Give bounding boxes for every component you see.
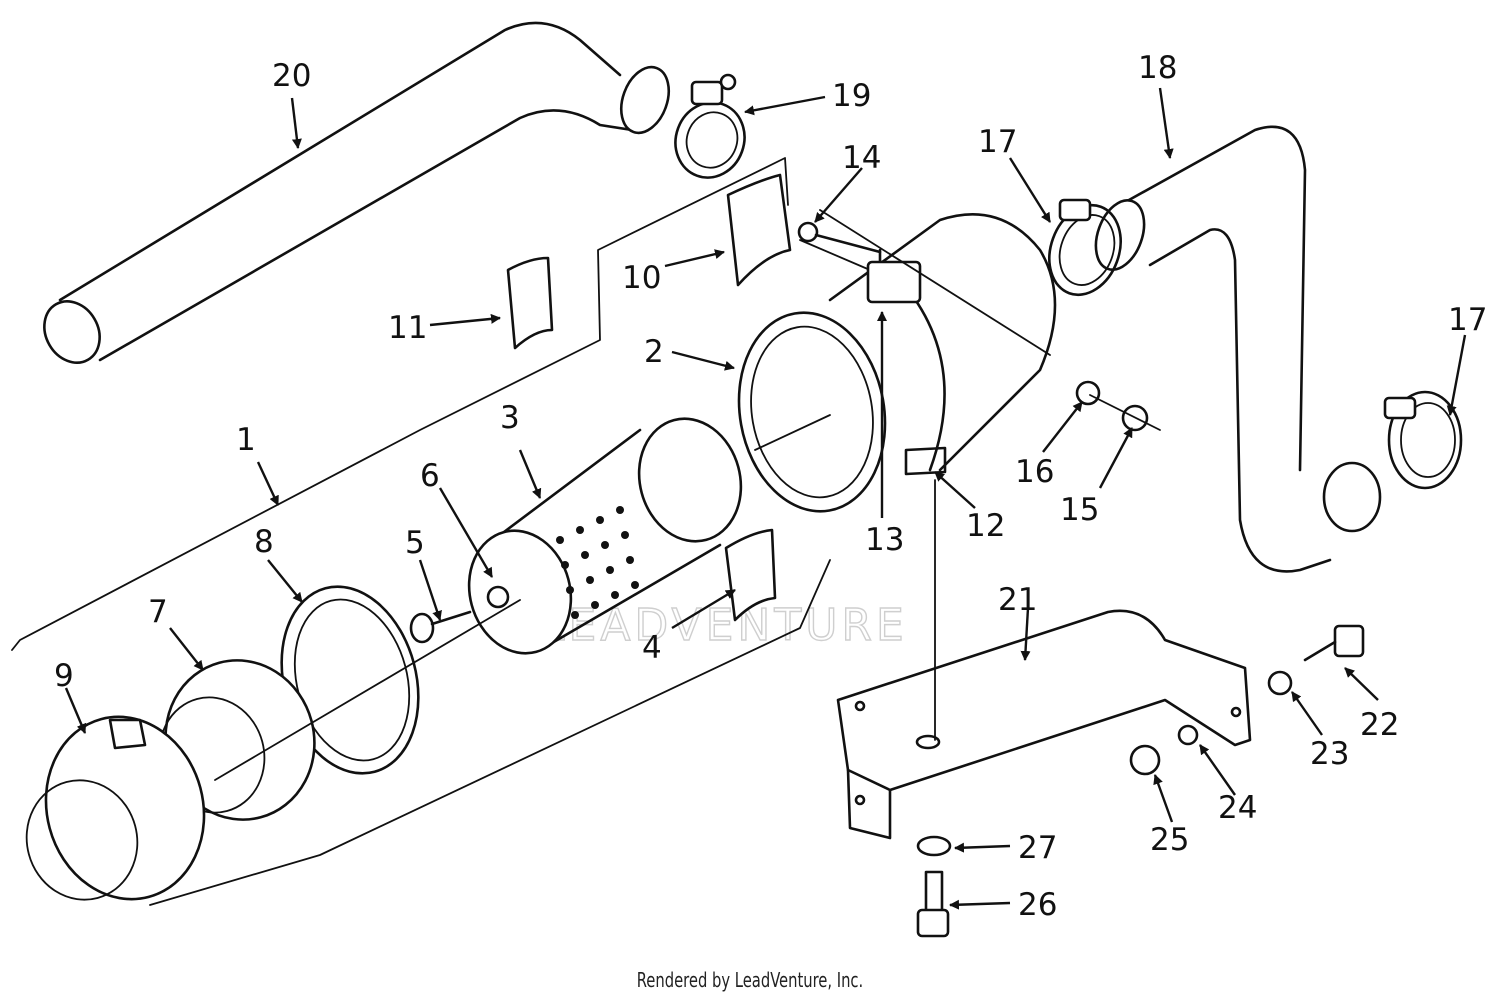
callout-4: 4	[642, 630, 662, 666]
callout-18: 18	[1138, 50, 1177, 86]
callout-9: 9	[54, 658, 74, 694]
callout-8: 8	[254, 524, 274, 560]
callout-2: 2	[644, 334, 664, 370]
callout-23: 23	[1310, 736, 1349, 772]
callout-11: 11	[388, 310, 427, 346]
callout-26: 26	[1018, 887, 1057, 923]
callout-7: 7	[148, 594, 168, 630]
washer-16	[1075, 380, 1101, 406]
end-cap-9	[25, 715, 206, 901]
callout-5: 5	[405, 525, 425, 561]
callout-15: 15	[1060, 492, 1099, 528]
decal-4	[724, 528, 777, 622]
callout-3: 3	[500, 400, 520, 436]
callout-20: 20	[272, 58, 311, 94]
washer-23	[1267, 670, 1293, 696]
decal-10	[726, 173, 792, 287]
center-lines	[214, 209, 1161, 781]
air-cleaner-housing	[737, 212, 1057, 513]
callout-13: 13	[865, 522, 904, 558]
bolt-14	[797, 221, 882, 254]
washer-27	[916, 835, 952, 857]
intake-tube-upper	[43, 21, 671, 364]
callout-25: 25	[1150, 822, 1189, 858]
callout-1: 1	[236, 422, 256, 458]
hose-clamp-17-upper	[1048, 198, 1122, 297]
callout-labels: 20 19 18 17 17 14 10 11 2 13 12 16 15 1 …	[54, 50, 1487, 923]
decal-11	[506, 256, 554, 350]
watermark: LEADVENTURE	[540, 600, 908, 651]
hose-clamp-19	[674, 73, 746, 179]
wing-nut-5	[409, 610, 472, 644]
filter-perforations	[556, 506, 639, 619]
intake-tube-right	[1094, 125, 1382, 573]
lock-washer-24	[1177, 724, 1199, 746]
leader-arrows	[64, 87, 1467, 910]
render-credit: Rendered by LeadVenture, Inc.	[636, 968, 864, 992]
callout-10: 10	[622, 260, 661, 296]
callout-17-lower: 17	[1448, 302, 1487, 338]
primary-filter-element	[467, 417, 743, 655]
callout-16: 16	[1015, 454, 1054, 490]
callout-27: 27	[1018, 830, 1057, 866]
bolt-26	[916, 870, 950, 938]
callout-17-upper: 17	[978, 124, 1017, 160]
assembly-boundary	[11, 157, 871, 906]
callout-14: 14	[842, 140, 881, 176]
mounting-bracket-21	[836, 609, 1252, 840]
nut-25	[1129, 744, 1161, 776]
callout-21: 21	[998, 582, 1037, 618]
hose-clamp-17-lower	[1383, 390, 1463, 490]
callout-22: 22	[1360, 707, 1399, 743]
callout-19: 19	[832, 78, 871, 114]
bolt-22	[1303, 624, 1365, 662]
callout-24: 24	[1218, 790, 1257, 826]
callout-6: 6	[420, 458, 440, 494]
callout-12: 12	[966, 508, 1005, 544]
